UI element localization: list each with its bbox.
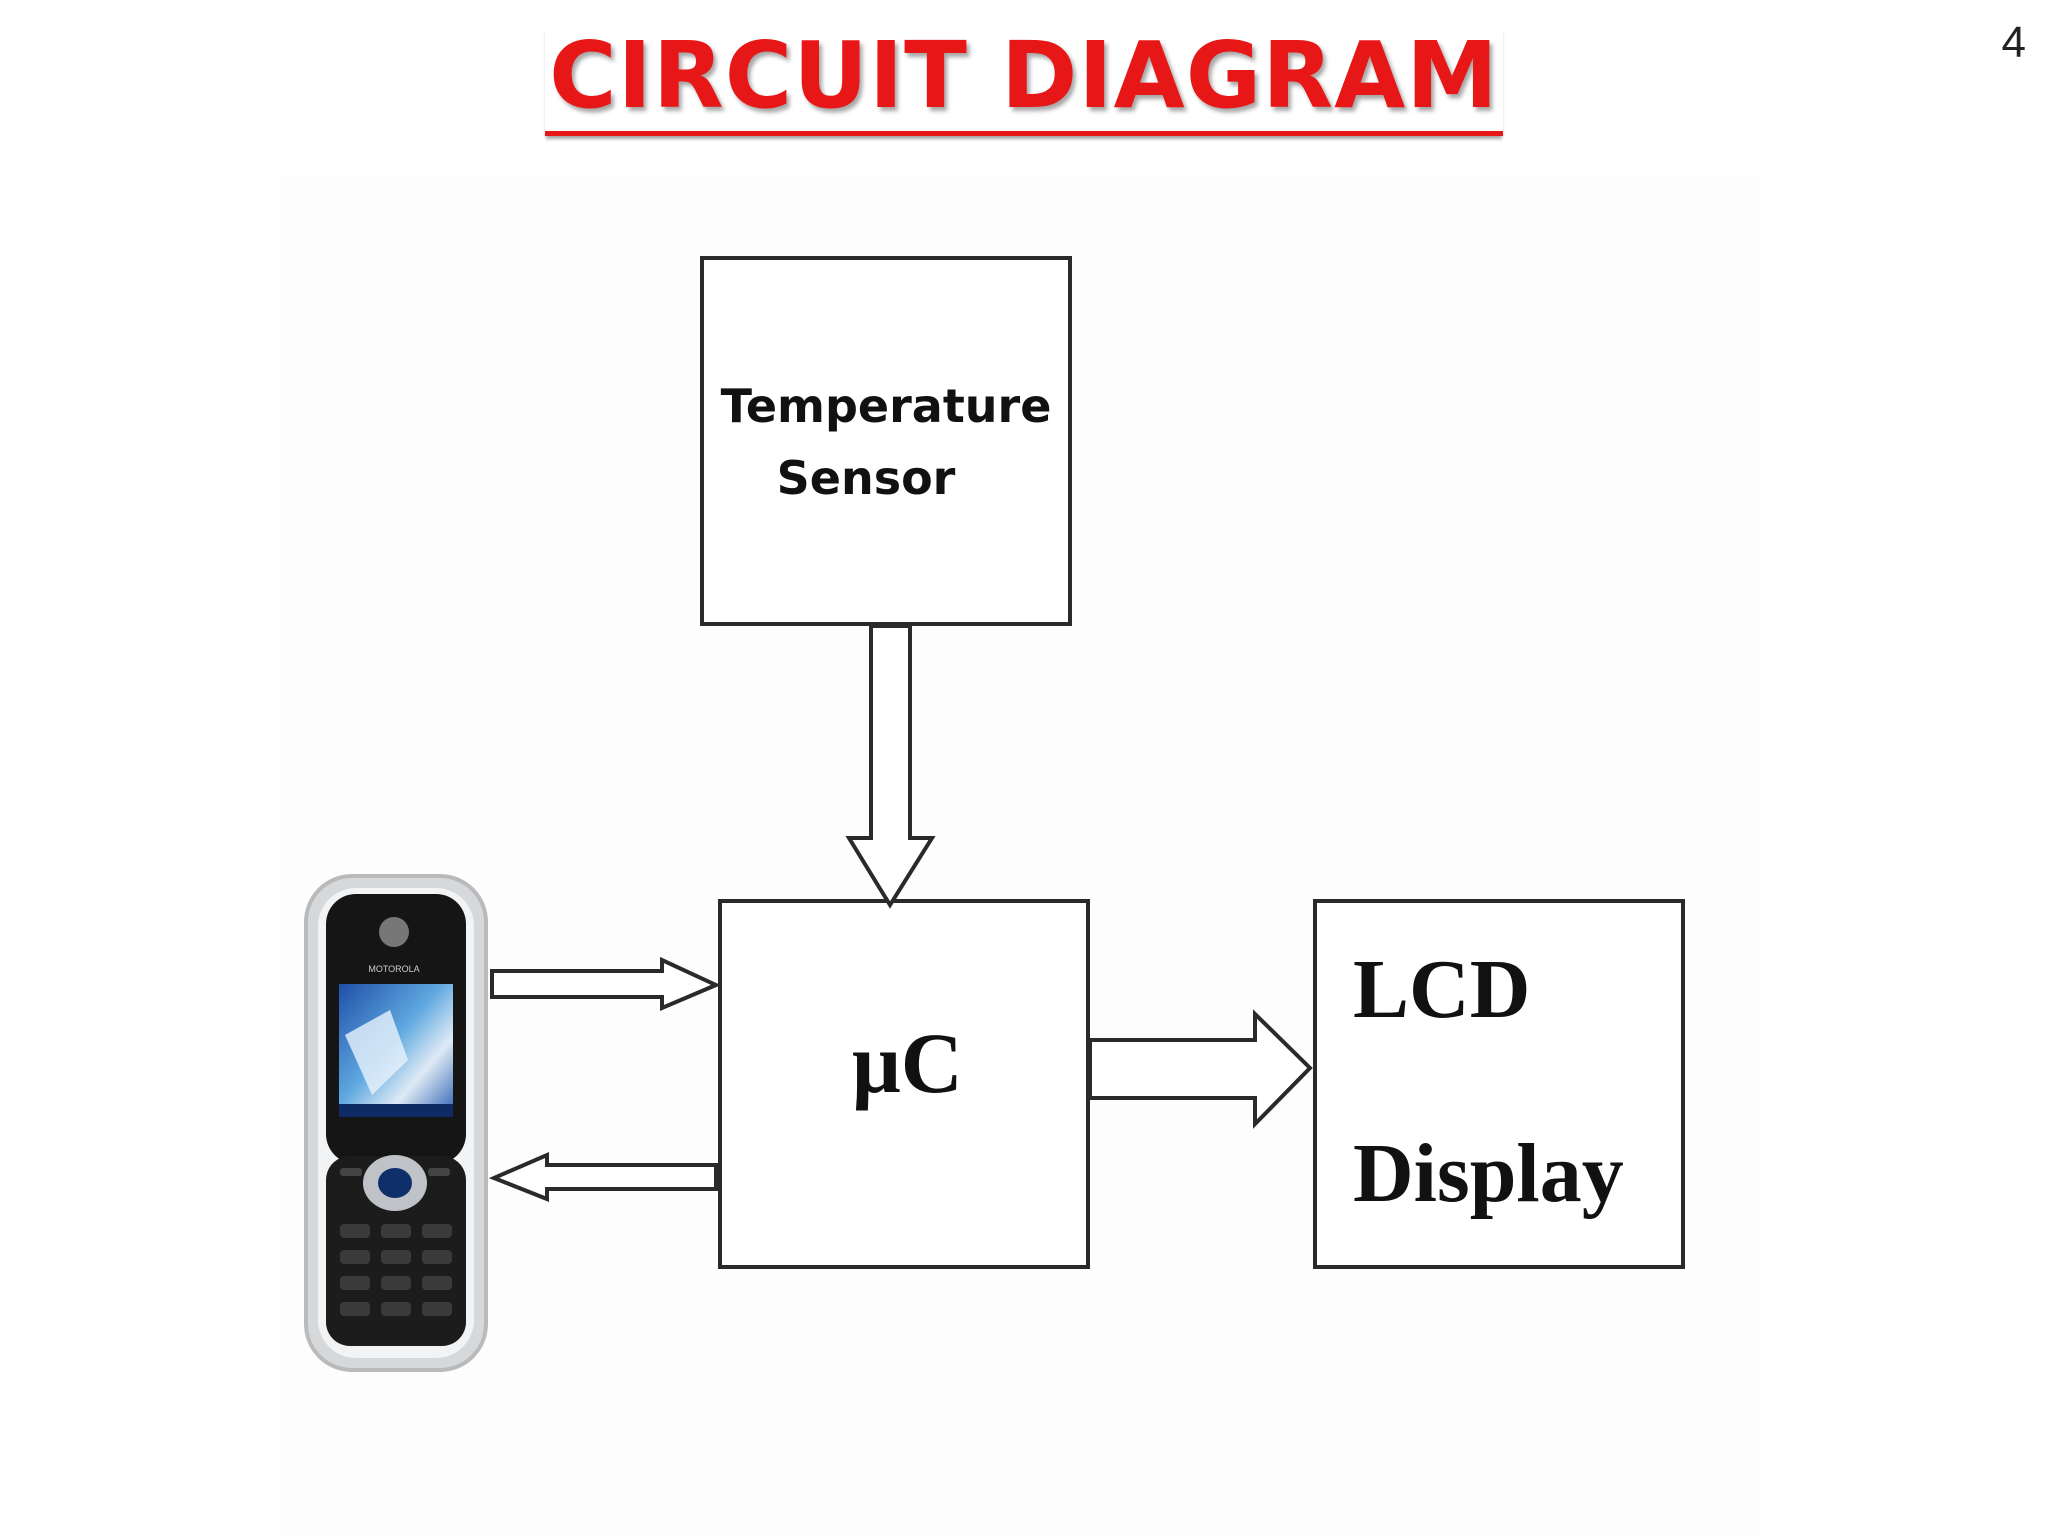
title-container: CIRCUIT DIAGRAM [0,27,2048,136]
page-number: 4 [2001,18,2026,67]
microcontroller-block: μC [718,899,1090,1269]
phone-to-mcu-arrow [490,956,721,1012]
lcd-display-block: LCD Display [1313,899,1685,1269]
mcu-to-lcd-arrow [1088,1009,1313,1129]
mcu-to-phone-arrow [488,1151,718,1202]
sensor-label-line1: Temperature [720,379,1052,433]
microcontroller-label: μC [852,1015,963,1111]
sensor-to-mcu-arrow [845,624,936,909]
lcd-label-line2: Display [1353,1127,1624,1220]
sensor-label-line2: Sensor [776,451,956,505]
mobile-phone-icon: MOTOROLA [304,874,488,1372]
temperature-sensor-block: Temperature Sensor [700,256,1072,626]
slide-title: CIRCUIT DIAGRAM [545,27,1503,136]
lcd-label-line1: LCD [1353,943,1531,1036]
phone-brand-text: MOTOROLA [368,964,419,974]
